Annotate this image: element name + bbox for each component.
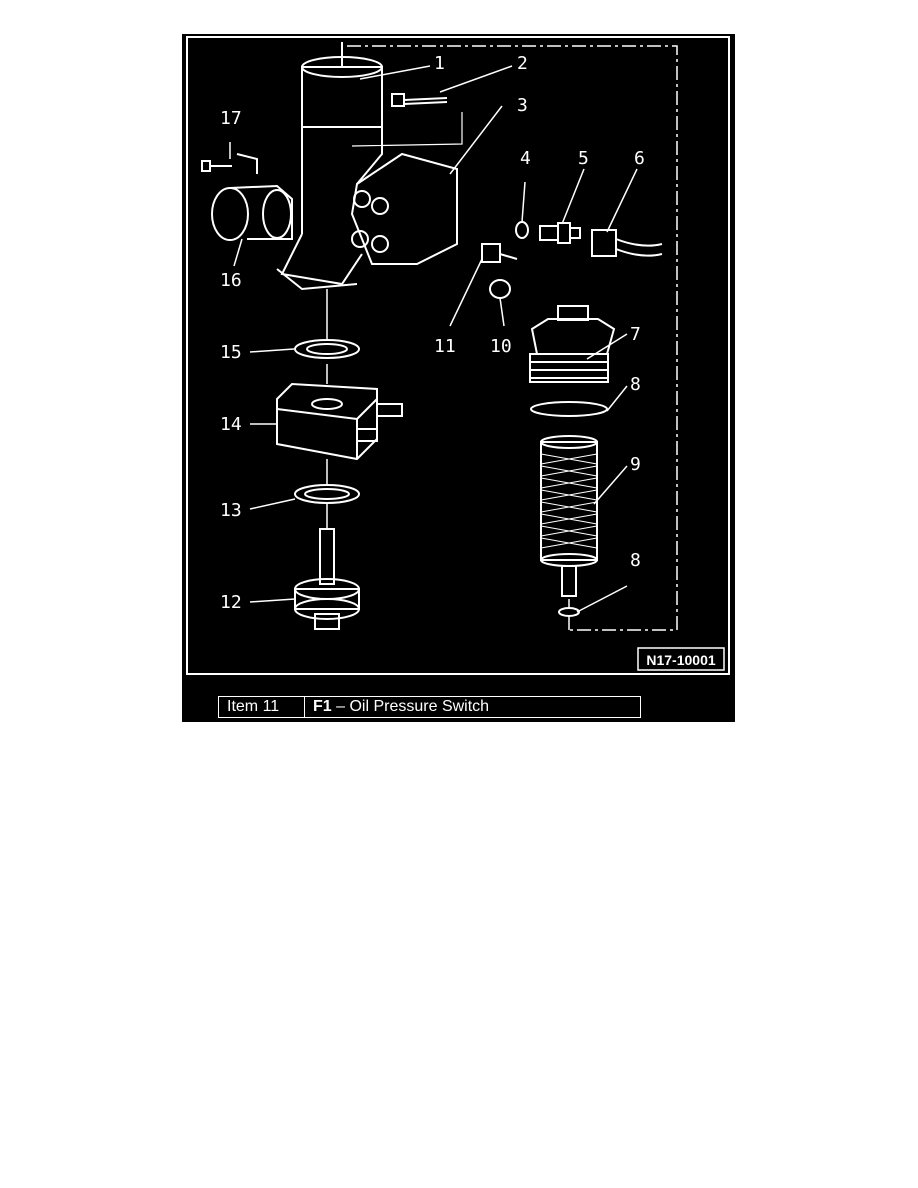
legend-separator: – — [331, 698, 350, 715]
part-11-oil-pressure-switch — [481, 243, 518, 263]
part-8-o-ring-upper — [530, 401, 608, 417]
callout-15: 15 — [220, 342, 242, 363]
callout-7: 7 — [630, 324, 641, 345]
callout-1: 1 — [434, 53, 445, 74]
callout-4: 4 — [520, 148, 531, 169]
legend-text: Oil Pressure Switch — [349, 698, 490, 715]
exploded-view-figure: 1 2 3 4 5 6 7 8 9 8 10 11 12 13 14 15 16… — [182, 34, 735, 722]
part-16-bracket — [211, 184, 293, 241]
part-10-plug — [489, 279, 511, 299]
callout-8-lower: 8 — [630, 550, 641, 571]
svg-text:N17-10001: N17-10001 — [646, 652, 715, 668]
part-1-filter-housing — [276, 42, 383, 291]
part-9-filter-element — [540, 435, 598, 597]
callout-3: 3 — [517, 95, 528, 116]
callout-5: 5 — [578, 148, 589, 169]
callout-11: 11 — [434, 336, 456, 357]
callout-17: 17 — [220, 108, 242, 129]
callout-14: 14 — [220, 414, 242, 435]
part-3-flange — [350, 152, 458, 265]
part-2-bolt — [351, 93, 463, 147]
part-7-filter-cap — [529, 305, 616, 383]
callout-8-upper: 8 — [630, 374, 641, 395]
part-17-screw — [201, 153, 258, 174]
callout-12: 12 — [220, 592, 242, 613]
part-8-o-ring-lower — [558, 607, 580, 617]
legend-description: F1 – Oil Pressure Switch — [305, 697, 489, 717]
callout-16: 16 — [220, 270, 242, 291]
part-6-oil-line — [591, 229, 663, 257]
callout-13: 13 — [220, 500, 242, 521]
oil-filter-assembly-diagram: 1 2 3 4 5 6 7 8 9 8 10 11 12 13 14 15 16… — [186, 36, 730, 675]
leader-lines — [229, 65, 638, 613]
part-14-oil-cooler — [276, 382, 403, 461]
part-13-seal — [294, 484, 360, 504]
callout-6: 6 — [634, 148, 645, 169]
part-5-union-fitting — [539, 222, 581, 244]
callout-2: 2 — [517, 53, 528, 74]
part-12-hollow-bolt — [294, 528, 360, 630]
part-15-gasket — [294, 339, 360, 359]
callout-9: 9 — [630, 454, 641, 475]
figure-reference-code: N17-10001 — [637, 647, 725, 671]
part-4-seal — [515, 221, 529, 239]
legend-row: Item 11 F1 – Oil Pressure Switch — [218, 696, 641, 718]
legend-item-number: Item 11 — [219, 697, 305, 717]
legend-code: F1 — [313, 698, 332, 715]
callout-10: 10 — [490, 336, 512, 357]
